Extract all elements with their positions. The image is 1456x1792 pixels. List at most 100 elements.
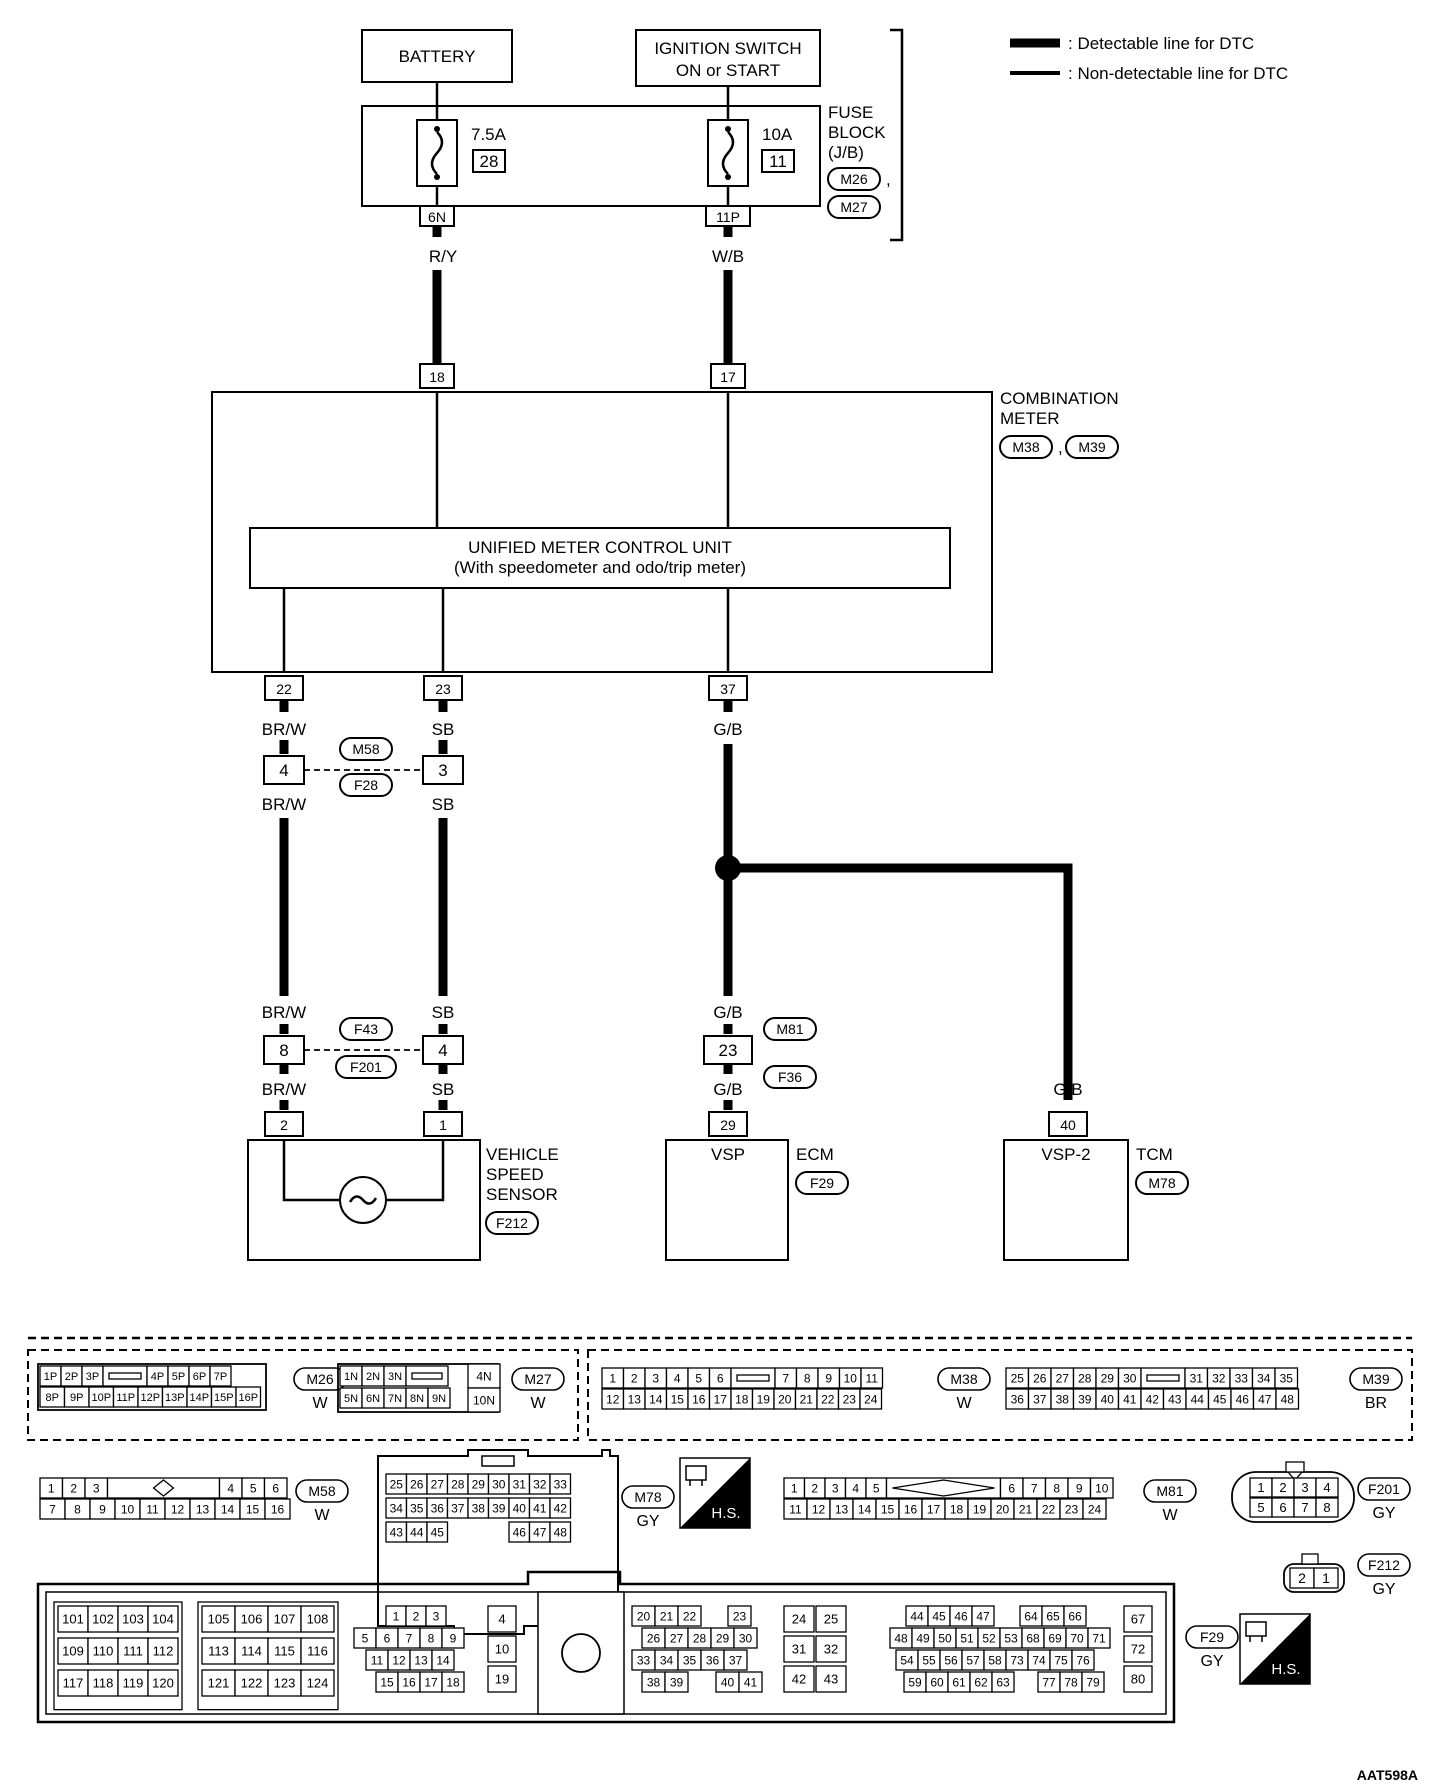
f29-pin: 29 bbox=[716, 1631, 730, 1645]
m38-color: W bbox=[956, 1395, 972, 1412]
m38-name: M38 bbox=[950, 1371, 977, 1387]
ecm-pin-vsp: VSP bbox=[711, 1145, 745, 1164]
m39-pin: 28 bbox=[1078, 1371, 1092, 1385]
m38-pin: 4 bbox=[674, 1371, 681, 1385]
wire-gb-label-2: G/B bbox=[713, 1003, 742, 1022]
joint-m58-pin4: 4 bbox=[279, 761, 288, 780]
fuse-block-label3: (J/B) bbox=[828, 143, 864, 162]
f29-pin: 118 bbox=[93, 1676, 114, 1691]
f29-pin: 108 bbox=[307, 1612, 329, 1627]
m81-pin: 18 bbox=[950, 1502, 964, 1516]
m78-pin: 32 bbox=[533, 1477, 547, 1491]
f29-pin: 24 bbox=[792, 1612, 806, 1627]
m26-pin: 2P bbox=[65, 1371, 78, 1383]
f29-pin: 54 bbox=[900, 1653, 914, 1667]
m39-pin: 36 bbox=[1011, 1392, 1025, 1406]
m26-pin: 13P bbox=[165, 1392, 185, 1404]
f29-name: F29 bbox=[1200, 1629, 1224, 1645]
m26-pin: 8P bbox=[46, 1392, 59, 1404]
f29-pin: 71 bbox=[1092, 1631, 1106, 1645]
m78-pin: 48 bbox=[554, 1525, 568, 1539]
f29-pin: 17 bbox=[424, 1675, 438, 1689]
meter-label2: METER bbox=[1000, 409, 1060, 428]
m27-pin: 8N bbox=[410, 1393, 424, 1405]
battery-box bbox=[361, 29, 513, 83]
f29-pin: 101 bbox=[62, 1612, 84, 1627]
m58-pin: 10 bbox=[121, 1502, 135, 1516]
m58-pin: 4 bbox=[227, 1481, 234, 1495]
f29-pin: 58 bbox=[988, 1653, 1002, 1667]
f29-pin: 115 bbox=[274, 1644, 295, 1659]
f29-pin: 78 bbox=[1064, 1675, 1078, 1689]
f29-pin: 3 bbox=[433, 1609, 440, 1623]
tcm-box bbox=[1003, 1139, 1129, 1261]
unit-label-line2: (With speedometer and odo/trip meter) bbox=[454, 558, 746, 577]
hs-label: H.S. bbox=[1271, 1661, 1300, 1678]
m38-pin: 3 bbox=[652, 1371, 659, 1385]
f29-pin: 44 bbox=[910, 1609, 924, 1623]
f29-pin: 121 bbox=[208, 1676, 230, 1691]
f29-pin: 4 bbox=[498, 1612, 505, 1627]
m26-pin: 7P bbox=[214, 1371, 227, 1383]
m39-pin: 40 bbox=[1101, 1392, 1115, 1406]
f29-pin: 53 bbox=[1004, 1631, 1018, 1645]
terminal-37: 37 bbox=[720, 681, 736, 697]
f29-pin: 122 bbox=[241, 1676, 263, 1691]
tcm-terminal-40: 40 bbox=[1060, 1117, 1076, 1133]
f29-pin: 116 bbox=[307, 1644, 328, 1659]
f29-pin: 109 bbox=[62, 1644, 84, 1659]
ignition-label-line2: ON or START bbox=[676, 61, 780, 80]
legend-non-detectable-text: : Non-detectable line for DTC bbox=[1068, 64, 1288, 83]
m58-pin: 13 bbox=[196, 1502, 210, 1516]
f29-pin: 15 bbox=[380, 1675, 394, 1689]
m38-pin: 13 bbox=[628, 1392, 642, 1406]
ecm-box bbox=[665, 1139, 789, 1261]
f201-pin: 5 bbox=[1257, 1500, 1264, 1515]
fuse-a-amp: 7.5A bbox=[471, 125, 507, 144]
f29-pin: 103 bbox=[122, 1612, 144, 1627]
wire-gb-label-1: G/B bbox=[713, 720, 742, 739]
f29-pin: 5 bbox=[362, 1631, 369, 1645]
m58-pin: 8 bbox=[74, 1502, 81, 1516]
m27-pin: 1N bbox=[344, 1371, 358, 1383]
jb-connector-frame bbox=[27, 1349, 579, 1441]
wire-sb-label-1: SB bbox=[432, 720, 455, 739]
f29-pin: 13 bbox=[414, 1653, 428, 1667]
m58-name: M58 bbox=[308, 1483, 335, 1499]
diagram-code: AAT598A bbox=[1357, 1767, 1418, 1783]
f29-pin: 117 bbox=[63, 1676, 84, 1691]
m78-pin: 44 bbox=[410, 1525, 424, 1539]
fuse-block-conn2: M27 bbox=[840, 199, 867, 215]
wire-sb-label-4: SB bbox=[432, 1080, 455, 1099]
f29-pin: 102 bbox=[92, 1612, 114, 1627]
m78-pin: 40 bbox=[513, 1501, 527, 1515]
f212-color: GY bbox=[1372, 1581, 1395, 1598]
f201-pin: 2 bbox=[1279, 1480, 1286, 1495]
m58-pin: 7 bbox=[49, 1502, 56, 1516]
meter-conn2: M39 bbox=[1078, 439, 1105, 455]
f29-pin: 119 bbox=[123, 1676, 144, 1691]
m39-pin: 29 bbox=[1101, 1371, 1115, 1385]
wire-brw-label-1: BR/W bbox=[262, 720, 306, 739]
f29-pin: 63 bbox=[996, 1675, 1010, 1689]
m78-pin: 33 bbox=[554, 1477, 568, 1491]
fuse-a-number: 28 bbox=[480, 152, 499, 171]
m26-pin: 5P bbox=[172, 1371, 185, 1383]
f29-pin: 7 bbox=[406, 1631, 413, 1645]
m27-pin: 5N bbox=[344, 1393, 358, 1405]
f29-pin: 124 bbox=[307, 1676, 329, 1691]
m26-pin: 9P bbox=[70, 1392, 83, 1404]
f29-pin: 1 bbox=[393, 1609, 400, 1623]
meter-conn1: M38 bbox=[1012, 439, 1039, 455]
f29-pin: 9 bbox=[450, 1631, 457, 1645]
f29-pin: 33 bbox=[637, 1653, 651, 1667]
f29-pin: 42 bbox=[792, 1672, 806, 1687]
m38-pin: 5 bbox=[695, 1371, 702, 1385]
f201-color: GY bbox=[1372, 1505, 1395, 1522]
m38-pin: 12 bbox=[606, 1392, 620, 1406]
f29-pin: 14 bbox=[436, 1653, 450, 1667]
f29-pin: 40 bbox=[721, 1675, 735, 1689]
ecm-conn: F29 bbox=[810, 1175, 834, 1191]
wire-gb-label-3: G/B bbox=[713, 1080, 742, 1099]
